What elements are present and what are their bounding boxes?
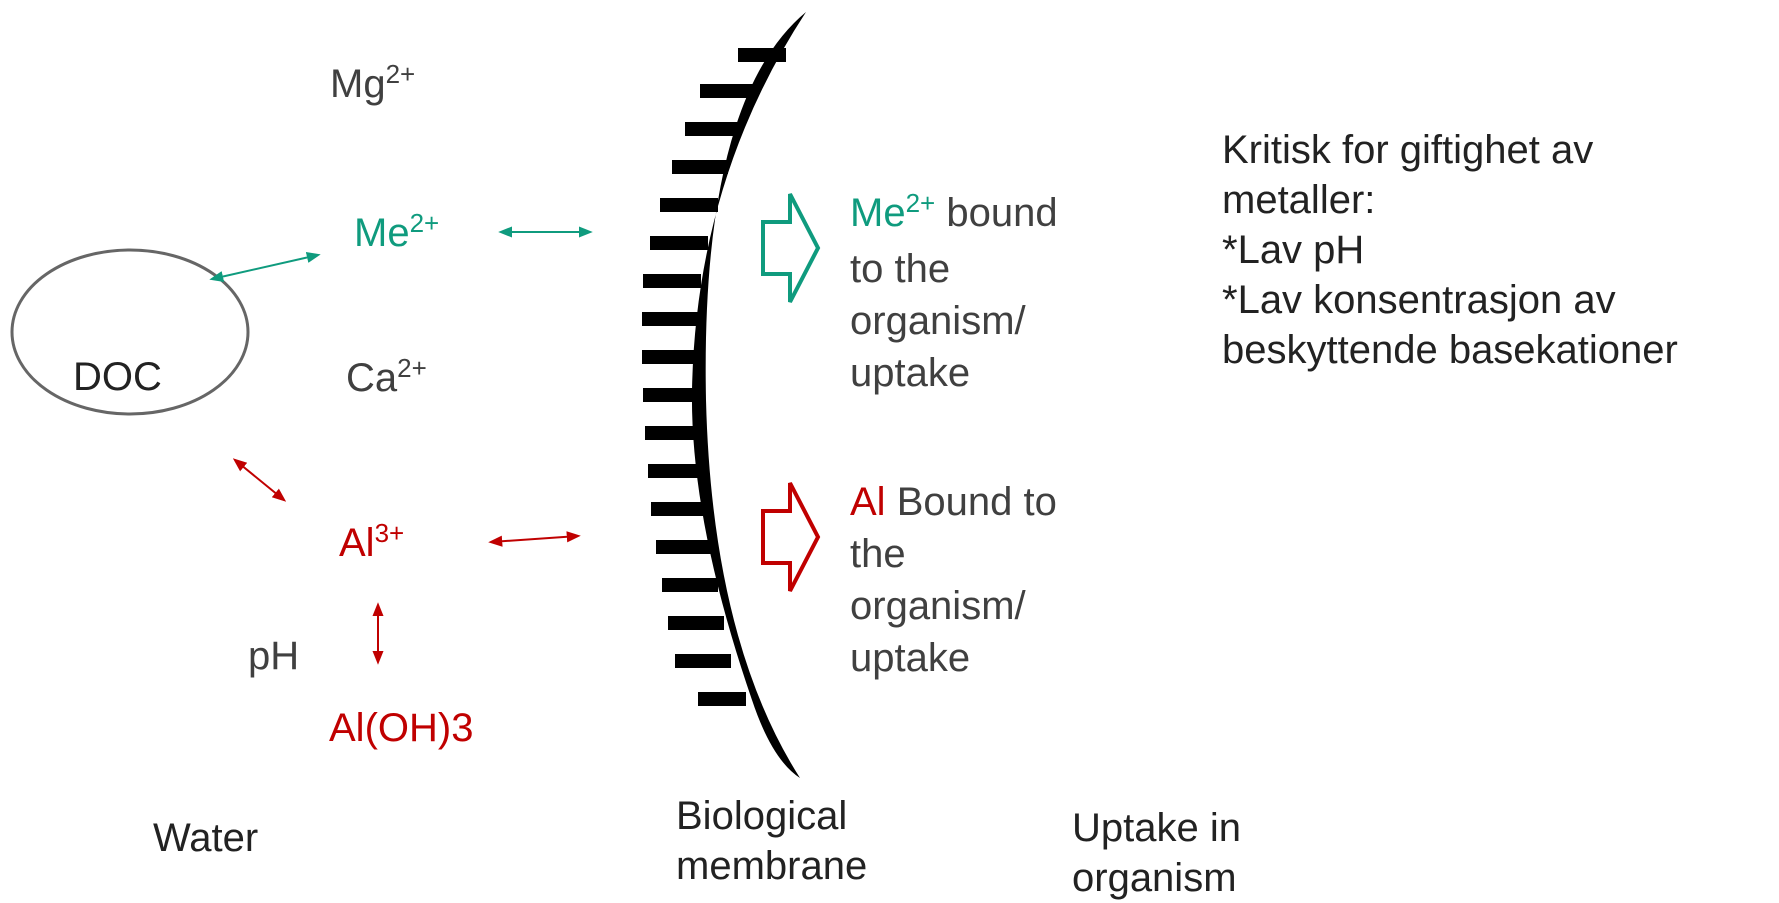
note-line5: beskyttende basekationer — [1222, 325, 1678, 375]
note-line3: *Lav pH — [1222, 225, 1678, 275]
al-base: Al — [339, 521, 375, 565]
me-bound-rest: bound — [935, 191, 1057, 235]
mg-base: Mg — [330, 62, 386, 106]
double-arrow-icon-al-membrane — [491, 536, 578, 542]
membrane-label-line1: Biological — [676, 791, 867, 841]
uptake-label-line1: Uptake in — [1072, 803, 1241, 853]
al-bound-text: Al Bound to the organism/ uptake — [850, 476, 1057, 684]
al-bound-line2: the — [850, 528, 1057, 580]
me-bound-line3: organism/ — [850, 295, 1058, 347]
note-line2: metaller: — [1222, 175, 1678, 225]
mg-charge: 2+ — [386, 59, 416, 89]
toxicity-note: Kritisk for giftighet av metaller: *Lav … — [1222, 125, 1678, 375]
al-bound-rest: Bound to — [886, 480, 1057, 524]
membrane-label-line2: membrane — [676, 841, 867, 891]
al-charge: 3+ — [375, 518, 405, 548]
block-arrow-icon-red — [763, 483, 818, 591]
aloh3-label: Al(OH)3 — [329, 705, 473, 751]
me-bound-line4: uptake — [850, 347, 1058, 399]
al-bound-line3: organism/ — [850, 580, 1057, 632]
membrane-teeth — [642, 48, 786, 706]
ca-charge: 2+ — [397, 353, 427, 383]
ph-label: pH — [248, 633, 299, 679]
doc-label: DOC — [73, 354, 162, 400]
me-bound-text: Me2+ bound to the organism/ uptake — [850, 187, 1058, 399]
al-bound-prefix: Al — [850, 480, 886, 524]
al-bound-line1: Al Bound to — [850, 476, 1057, 528]
uptake-zone-label: Uptake in organism — [1072, 803, 1241, 903]
me-bound-prefix: Me — [850, 191, 906, 235]
al-bound-line4: uptake — [850, 632, 1057, 684]
block-arrow-icon-teal — [763, 194, 818, 302]
al-ion-label: Al3+ — [339, 520, 404, 570]
me-bound-line1: Me2+ bound — [850, 187, 1058, 243]
me-ion-label: Me2+ — [354, 210, 439, 260]
double-arrow-icon-doc-al — [235, 460, 284, 500]
me-bound-charge: 2+ — [906, 188, 936, 218]
me-charge: 2+ — [410, 208, 440, 238]
me-bound-line2: to the — [850, 243, 1058, 295]
membrane-zone-label: Biological membrane — [676, 791, 867, 891]
uptake-label-line2: organism — [1072, 853, 1241, 903]
ca-ion-label: Ca2+ — [346, 355, 427, 405]
double-arrow-icon-doc-me — [212, 255, 318, 279]
mg-ion-label: Mg2+ — [330, 61, 415, 111]
note-line1: Kritisk for giftighet av — [1222, 125, 1678, 175]
me-base: Me — [354, 211, 410, 255]
ca-base: Ca — [346, 356, 397, 400]
water-zone-label: Water — [153, 815, 258, 861]
note-line4: *Lav konsentrasjon av — [1222, 275, 1678, 325]
